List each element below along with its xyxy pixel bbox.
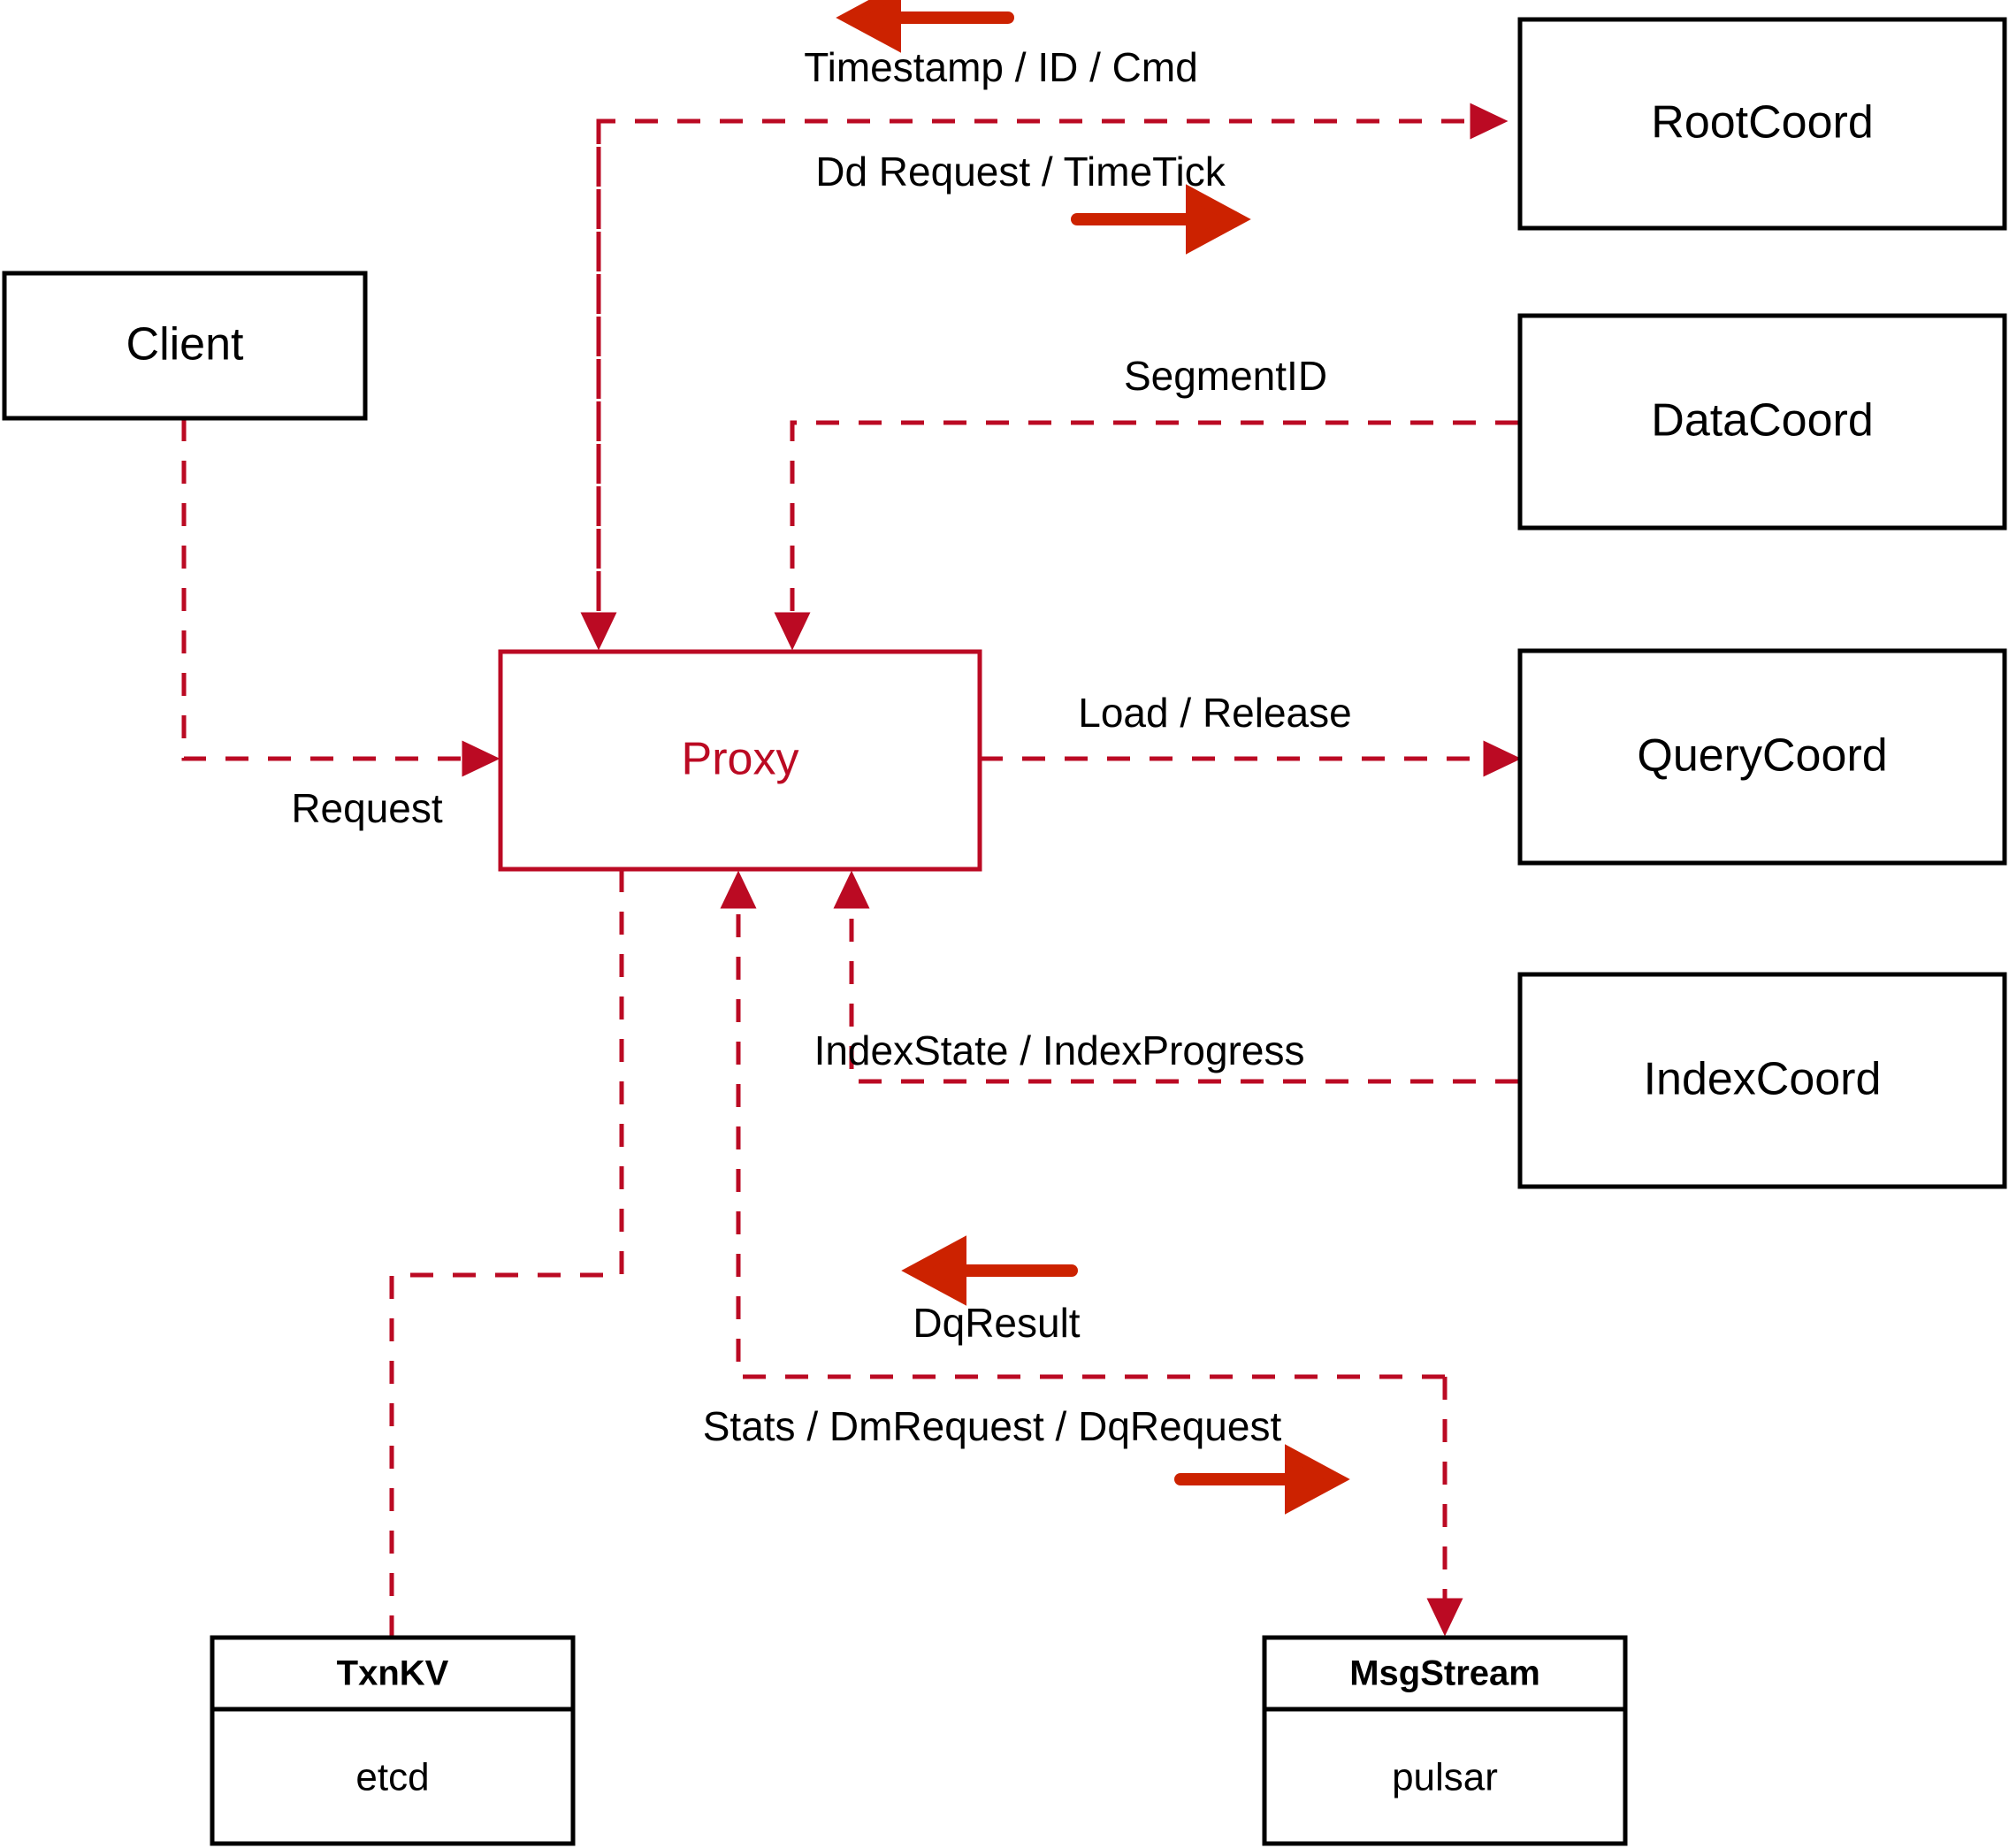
node-txnkv[interactable]: TxnKV etcd xyxy=(210,1635,576,1846)
node-msgstream[interactable]: MsgStream pulsar xyxy=(1262,1635,1628,1846)
node-indexcoord[interactable]: IndexCoord xyxy=(1517,972,2007,1189)
node-datacoord[interactable]: DataCoord xyxy=(1517,313,2007,531)
node-proxy[interactable]: Proxy xyxy=(498,649,982,872)
edge-label-indexcoord-state: IndexState / IndexProgress xyxy=(814,1027,1305,1073)
edge-label-querycoord-load: Load / Release xyxy=(1078,690,1351,736)
edge-label-msgstream-request: Stats / DmRequest / DqRequest xyxy=(703,1403,1282,1449)
node-querycoord[interactable]: QueryCoord xyxy=(1517,648,2007,866)
edge-path-msgstream-result xyxy=(720,870,1445,1379)
node-msgstream-impl: pulsar xyxy=(1392,1756,1498,1799)
edge-label-rootcoord-reply: Timestamp / ID / Cmd xyxy=(804,44,1198,90)
direction-arrow-left-dqresult xyxy=(901,1235,1078,1306)
edge-path-rootcoord-request xyxy=(596,103,1509,637)
edge-label-rootcoord-request: Dd Request / TimeTick xyxy=(815,149,1226,195)
direction-arrow-right-ddrequest xyxy=(1071,184,1251,255)
node-msgstream-label: MsgStream xyxy=(1349,1654,1540,1693)
direction-arrow-right-dmrequest xyxy=(1174,1444,1350,1515)
node-txnkv-impl: etcd xyxy=(355,1756,429,1799)
node-client-label: Client xyxy=(126,319,244,370)
node-rootcoord-label: RootCoord xyxy=(1651,97,1873,149)
direction-arrow-left-timestamp xyxy=(836,0,1014,53)
node-txnkv-label: TxnKV xyxy=(337,1654,449,1693)
edge-path-client-request xyxy=(181,418,500,777)
node-client[interactable]: Client xyxy=(2,271,368,421)
node-querycoord-label: QueryCoord xyxy=(1637,730,1887,782)
edge-label-client-request: Request xyxy=(291,785,443,831)
edge-label-msgstream-result: DqResult xyxy=(913,1300,1080,1346)
node-datacoord-label: DataCoord xyxy=(1651,395,1873,447)
node-indexcoord-label: IndexCoord xyxy=(1644,1054,1882,1105)
edge-path-indexcoord-state xyxy=(833,870,1518,1084)
node-rootcoord[interactable]: RootCoord xyxy=(1517,17,2007,231)
node-proxy-label: Proxy xyxy=(682,734,799,785)
edge-path-datacoord-segmentid xyxy=(774,420,1518,651)
edge-path-txnkv xyxy=(389,869,624,1638)
edge-label-datacoord-segmentid: SegmentID xyxy=(1124,353,1327,399)
